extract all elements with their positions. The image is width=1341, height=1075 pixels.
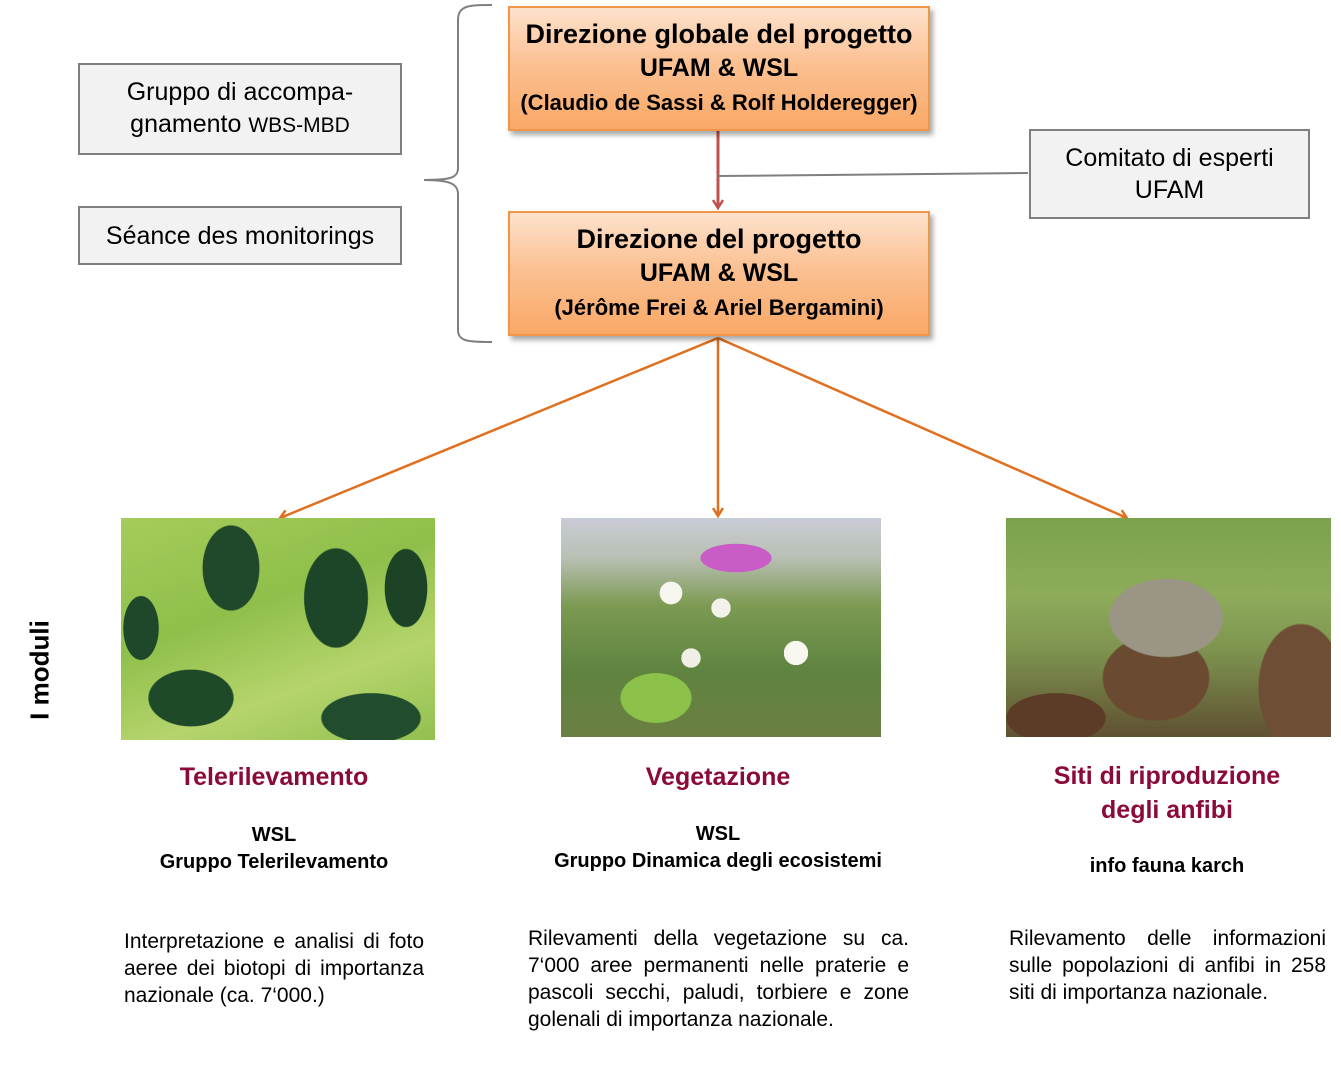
toad-photo [1006,518,1331,737]
accompaniment-group-acronym: WBS-MBD [248,114,350,137]
module-vegetazione-title: Vegetazione [518,760,918,794]
flower-meadow-photo [561,518,881,737]
brace [423,4,493,343]
module-org-line: WSL [251,824,297,846]
expert-committee-line1: Comitato di esperti [1065,144,1274,172]
global-direction-title: Direzione globale del progetto [525,18,913,49]
module-title-line: degli anfibi [1101,796,1233,824]
module-org-line: WSL [695,823,741,845]
module-telerilevamento-description: Interpretazione e analisi di foto aeree … [124,930,424,1007]
global-direction-org: UFAM & WSL [639,53,799,82]
module-title-line: Vegetazione [645,763,791,791]
accompaniment-group-line1: Gruppo di accompa- [126,78,354,106]
project-direction-org: UFAM & WSL [639,258,799,287]
accompaniment-group-line2-main: gnamento [130,110,242,138]
global-direction-box: Direzione globale del progetto UFAM & WS… [508,6,930,131]
module-title-line: Telerilevamento [179,763,369,791]
project-direction-box: Direzione del progetto UFAM & WSL (Jérôm… [508,211,930,336]
accompaniment-group-line2: gnamento WBS-MBD [130,108,350,142]
global-direction-people: (Claudio de Sassi & Rolf Holderegger) [520,89,918,115]
project-direction-title: Direzione del progetto [576,223,862,254]
module-telerilevamento-title: Telerilevamento [121,760,427,794]
module-telerilevamento-org: WSL Gruppo Telerilevamento [121,822,427,876]
accompaniment-group-box: Gruppo di accompa- gnamento WBS-MBD [78,63,402,155]
module-anfibi-title: Siti di riproduzione degli anfibi [1000,759,1334,827]
arrow-to-anfibi [717,336,1127,518]
seance-box: Séance des monitorings [78,206,402,265]
module-org-line: Gruppo Telerilevamento [159,851,389,873]
module-anfibi-description: Rilevamento delle informazioni sulle pop… [1009,927,1326,1004]
modules-side-label: I moduli [10,600,70,740]
module-org-line: Gruppo Dinamica degli ecosistemi [554,850,882,872]
module-anfibi-org: info fauna karch [1000,853,1334,880]
seance-label: Séance des monitorings [105,221,375,250]
expert-connector [717,172,1029,177]
expert-committee-box: Comitato di esperti UFAM [1029,129,1310,219]
aerial-photo [121,518,435,740]
module-org-line: info fauna karch [1089,855,1245,877]
module-vegetazione-description: Rilevamenti della vegetazione su ca. 7‘0… [528,927,909,1031]
module-vegetazione-org: WSL Gruppo Dinamica degli ecosistemi [518,821,918,875]
arrow-to-telerilevamento [280,336,719,518]
modules-side-label-text: I moduli [24,620,55,720]
module-title-line: Siti di riproduzione [1053,762,1281,790]
project-direction-people: (Jérôme Frei & Ariel Bergamini) [554,294,884,320]
expert-committee-line2: UFAM [1134,176,1205,204]
